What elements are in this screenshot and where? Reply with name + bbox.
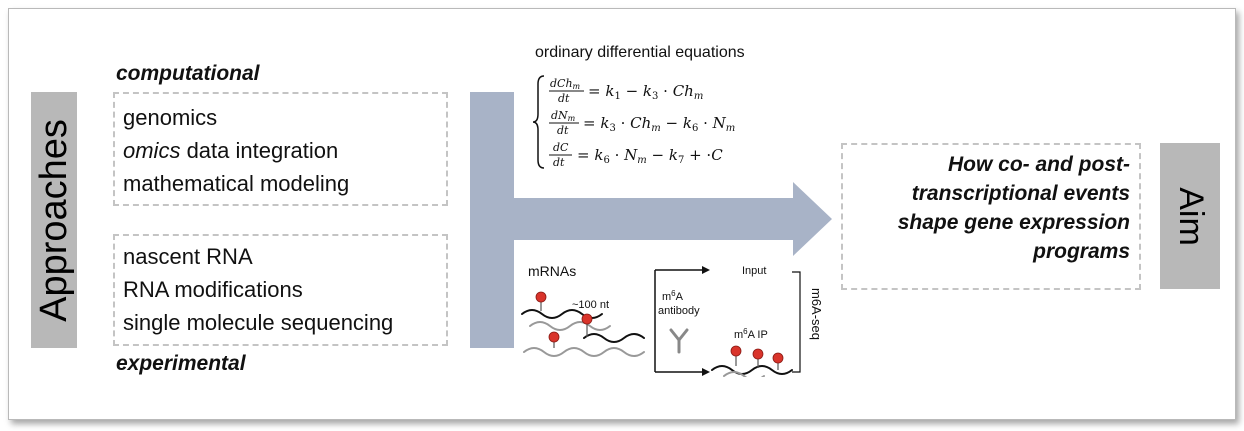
aim-line: transcriptional events [911, 182, 1130, 205]
input-label: Input [742, 265, 766, 277]
approach-item: RNA modifications [123, 277, 303, 302]
mrnas-label: mRNAs [528, 263, 576, 279]
ode-title: ordinary differential equations [535, 44, 745, 61]
svg-text:= k1 − k3 · Chm: = k1 − k3 · Chm [588, 82, 703, 102]
ode-equations: dChm dt = k1 − k3 · Chm dNm dt = k3 · Ch… [532, 75, 735, 169]
svg-text:dt: dt [557, 124, 569, 137]
aim-line: How co- and post- [948, 153, 1130, 176]
antibody-sup: 6 [671, 289, 676, 298]
aim-bar: Aim [1160, 143, 1220, 289]
antibody-icon [669, 328, 689, 354]
aim-line: shape gene expression [897, 211, 1130, 234]
m6a-marker [548, 331, 560, 343]
computational-box: genomics omics data integration mathemat… [113, 92, 448, 206]
ip-m: m [734, 329, 743, 341]
length-label: ~100 nt [572, 299, 609, 311]
approach-item: mathematical modeling [123, 171, 350, 196]
svg-text:m6A IP: m6A IP [734, 327, 768, 341]
svg-text:= k3 · Chm − k6 · Nm: = k3 · Chm − k6 · Nm [583, 114, 735, 134]
experimental-heading: experimental [116, 352, 246, 375]
svg-text:dt: dt [553, 156, 565, 169]
m6a-marker [581, 313, 593, 325]
antibody-a: A [676, 291, 684, 303]
svg-text:dt: dt [558, 92, 570, 105]
merge-arrow-shape [470, 92, 832, 348]
ip-sup: 6 [743, 327, 748, 336]
antibody-m: m [662, 291, 671, 303]
svg-text:dC: dC [553, 141, 569, 154]
aim-box [841, 143, 1141, 290]
approach-item: omics data integration [123, 138, 339, 163]
method-label: m6A-seq [809, 288, 824, 340]
aim-statement: How co- and post- transcriptional events… [845, 150, 1130, 266]
m6a-marker [535, 291, 547, 303]
svg-text:= k6 · Nm − k7 + ·C: = k6 · Nm − k7 + ·C [577, 146, 723, 166]
ip-rest: A IP [748, 329, 768, 341]
m6a-marker [772, 352, 784, 364]
svg-text:m6A: m6A [662, 289, 684, 303]
m6a-marker [752, 348, 764, 360]
aim-line: programs [1033, 240, 1130, 263]
experimental-box: nascent RNA RNA modifications single mol… [113, 234, 448, 346]
m6a-marker [730, 345, 742, 357]
svg-text:dChm: dChm [550, 77, 581, 91]
computational-heading: computational [116, 62, 260, 85]
approach-item: nascent RNA [123, 244, 253, 269]
m6a-seq-figure: mRNAs ~100 nt m6A antibody Input m6A IP [521, 263, 824, 377]
antibody-word: antibody [658, 305, 700, 317]
approaches-bar: Approaches [31, 92, 77, 348]
approach-item: single molecule sequencing [123, 310, 394, 335]
approach-item: genomics [123, 105, 218, 130]
svg-text:dNm: dNm [551, 109, 576, 123]
